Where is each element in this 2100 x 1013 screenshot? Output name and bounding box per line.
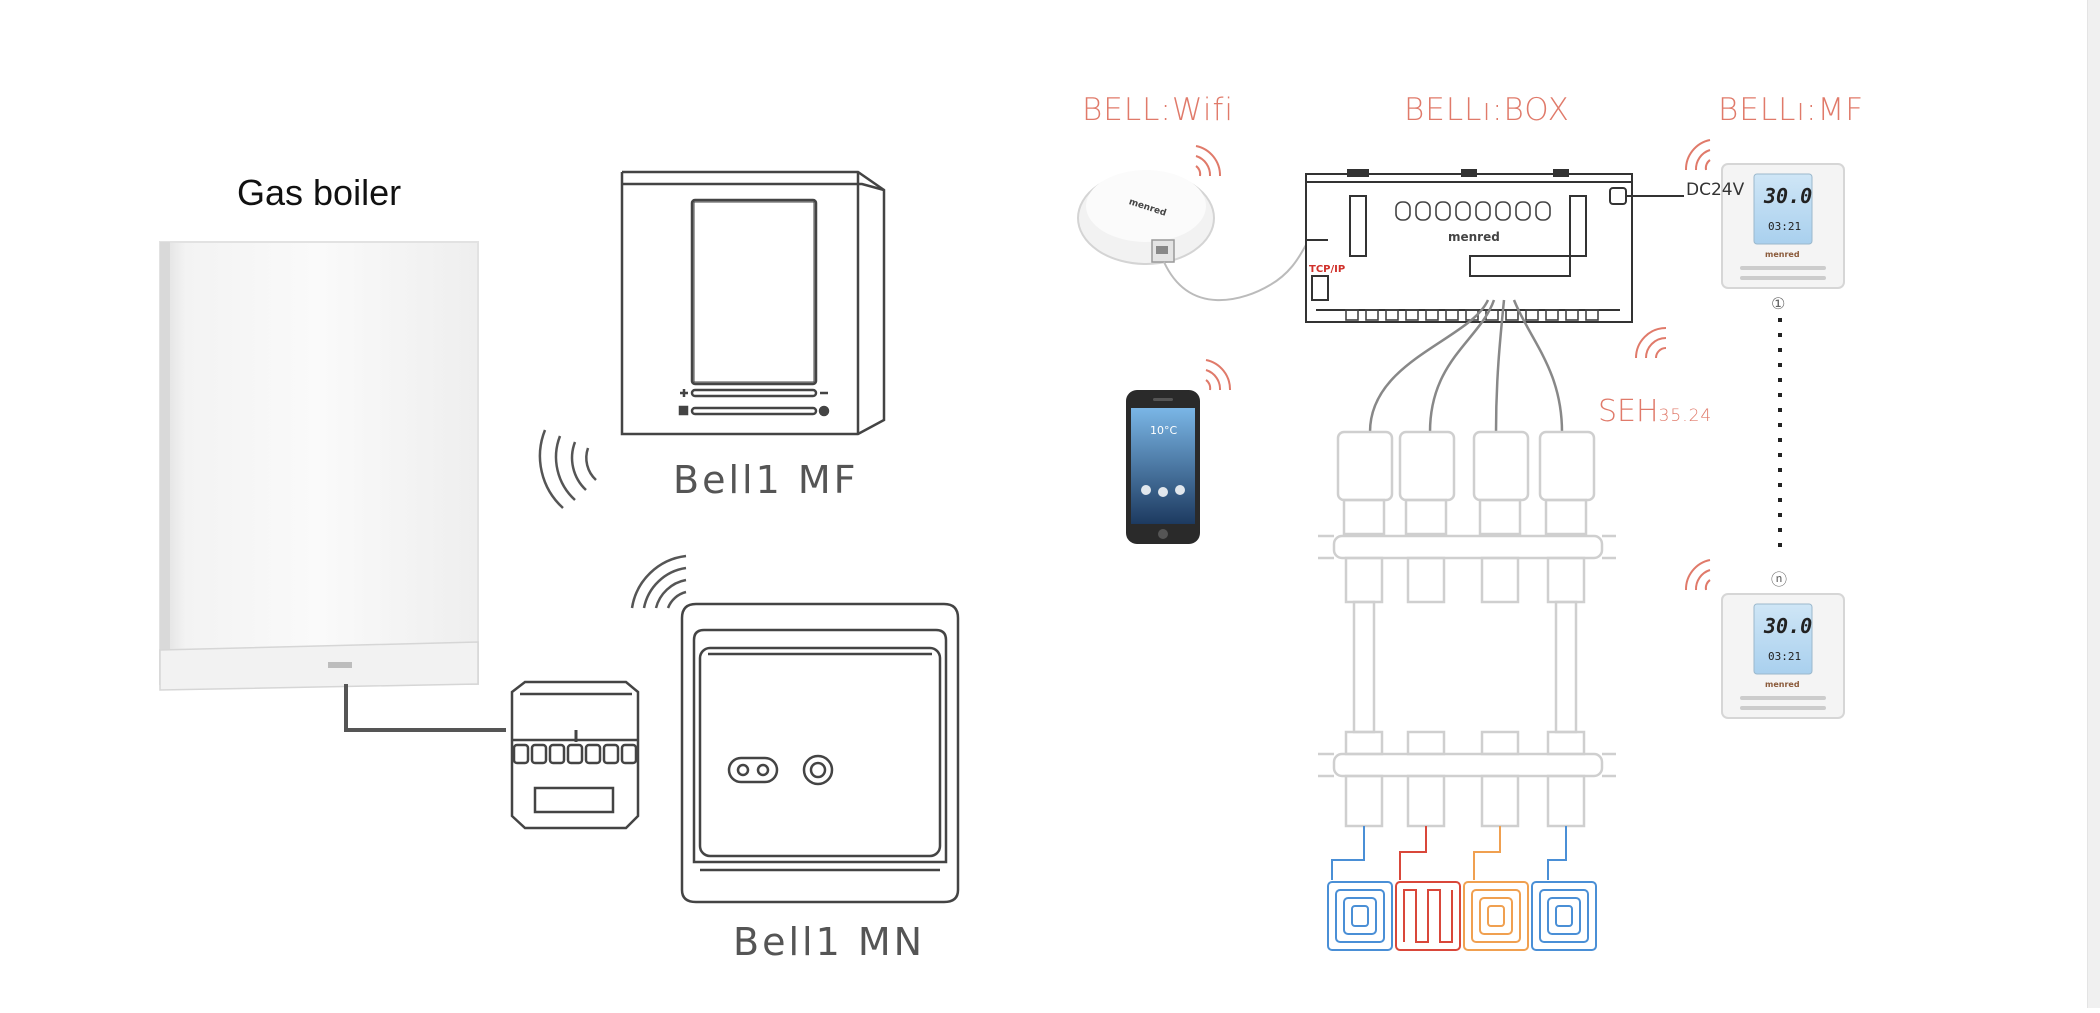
bell-box-label: BELLı:BOX	[1404, 92, 1570, 128]
receiver-icon	[510, 680, 640, 830]
manifold-icon	[1318, 430, 1616, 828]
actuator-cables	[1368, 299, 1564, 433]
gateway-icon	[1077, 170, 1215, 265]
seh-prefix: SEH	[1598, 394, 1659, 429]
thermostat-bottom-brand: menred	[1765, 680, 1800, 689]
bell1-mn-label: Bell1 MN	[733, 920, 926, 964]
thermostat-top-temp: 30.0	[1764, 184, 1813, 208]
thermostat-top-time: 03:21	[1768, 220, 1802, 233]
floor-loop-icon	[1531, 881, 1597, 951]
controller-box-icon	[1305, 169, 1684, 323]
seh-label: SEH35.24	[1598, 394, 1712, 429]
wifi-signal-icon	[1684, 139, 1711, 171]
wifi-signal-icon	[1205, 359, 1232, 391]
thermostat-bottom-time: 03:21	[1768, 650, 1802, 663]
thermostat-top-brand: menred	[1765, 250, 1800, 259]
floor-loop-icon	[1395, 881, 1461, 951]
bell-mf-label: BELLı:MF	[1718, 92, 1865, 128]
vertical-scrollbar[interactable]	[2087, 0, 2100, 1008]
dc24v-label: DC24V	[1686, 180, 1745, 200]
boiler-cable	[344, 684, 506, 732]
gas-boiler	[159, 241, 479, 691]
wifi-signal-icon	[1635, 327, 1667, 359]
loop-pipes	[1331, 826, 1567, 880]
thermostat-icon	[620, 170, 886, 436]
wifi-signal-icon	[1195, 145, 1222, 177]
seh-suffix: 35.24	[1658, 406, 1713, 426]
zone-last-marker: ⓝ	[1771, 570, 1788, 589]
gas-boiler-label: Gas boiler	[237, 172, 402, 213]
tcp-ip-label: TCP/IP	[1309, 264, 1346, 275]
bell-wifi-label: BELL:Wifi	[1082, 92, 1234, 128]
floor-loop-icon	[1327, 881, 1393, 951]
wifi-signal-icon	[1684, 559, 1711, 591]
zone-first-marker: ①	[1771, 294, 1786, 313]
thermostat-icon	[1721, 163, 1845, 289]
gateway-cable	[1163, 237, 1313, 302]
phone-temperature: 10°C	[1150, 424, 1178, 437]
bell1-mf-label: Bell1 MF	[673, 458, 859, 502]
controller-brand: menred	[1448, 230, 1500, 244]
thermostat-bottom-temp: 30.0	[1764, 614, 1813, 638]
floor-loop-icon	[1463, 881, 1529, 951]
wifi-signal-icon	[538, 429, 597, 509]
wifi-signal-icon	[630, 554, 687, 609]
thermostat-icon	[680, 602, 960, 904]
thermostat-icon	[1721, 593, 1845, 719]
phone-icon	[1126, 390, 1200, 544]
